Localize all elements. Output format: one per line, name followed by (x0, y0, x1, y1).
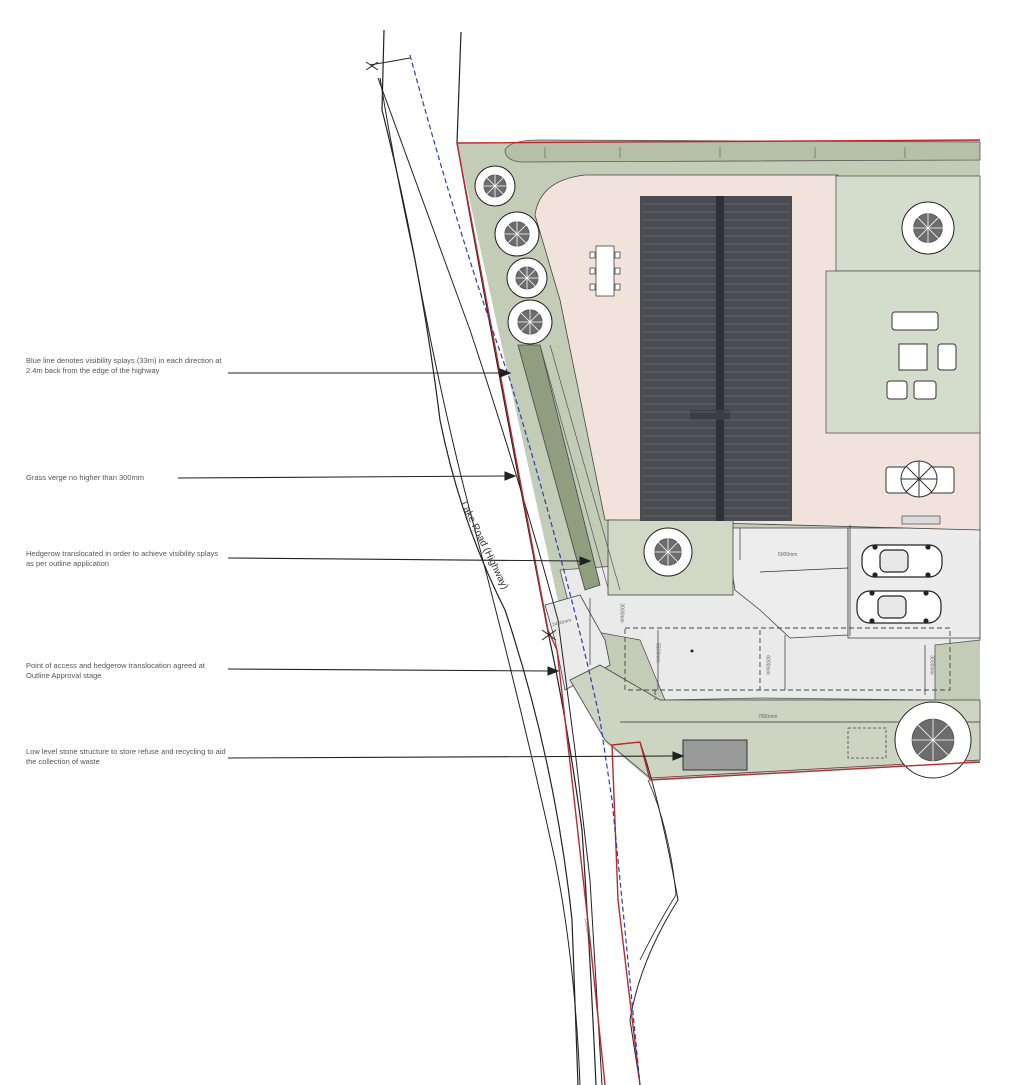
leader-hedgerow (227, 557, 581, 562)
dimension-label: 3000mm (928, 655, 935, 675)
tree-icon (901, 201, 955, 255)
dimension-label: 7000mm (758, 714, 778, 720)
annotation-grass-verge: Grass verge no higher than 300mm (26, 473, 144, 482)
tree-icon (506, 257, 548, 299)
lawn-upper (835, 175, 981, 272)
dimension-label: 6000mm (764, 655, 771, 675)
tree-icon (894, 701, 972, 779)
annotation-refuse-store: Low level stone structure to store refus… (26, 747, 226, 766)
shed (847, 727, 887, 759)
tree-icon (507, 299, 553, 345)
parasol-table-icon (885, 460, 955, 498)
annotation-visibility-splays: Blue line denotes visibility splays (33m… (26, 356, 222, 375)
dining-table-icon (589, 245, 621, 297)
car-icon (856, 590, 942, 624)
access-point-marker (365, 61, 557, 641)
carriageway-west (379, 77, 581, 1085)
refuse-store (682, 739, 748, 771)
road-edge-east (456, 31, 597, 1085)
step (901, 515, 941, 525)
leader-verge (177, 475, 506, 479)
tree-icon (494, 211, 540, 257)
car-icon (861, 544, 943, 578)
roof-link (690, 410, 730, 420)
dimension-label: 5000mm (778, 552, 798, 558)
site-boundary (456, 139, 981, 1085)
annotation-hedgerow: Hedgerow translocated in order to achiev… (26, 549, 219, 568)
tree-icon (643, 527, 693, 577)
dimension-label: 3000mm (618, 603, 625, 623)
entrance-apron (544, 594, 611, 691)
roof-panel-left (640, 196, 718, 521)
tree-icon (474, 165, 516, 207)
hedgerow-strip (517, 344, 601, 591)
leader-access (227, 668, 549, 672)
footway-outline (611, 741, 679, 1085)
parking-zone (624, 627, 951, 691)
dimension-label: 5500mm (654, 643, 661, 663)
roof-ridge (716, 196, 724, 521)
leader-refuse (227, 755, 674, 759)
visibility-splay (409, 54, 641, 1085)
annotation-access-point: Point of access and hedgerow translocati… (26, 661, 205, 680)
top-hedge (504, 139, 981, 163)
footway-outline-2 (639, 779, 677, 961)
sofa-set-icon (886, 311, 957, 400)
roof-panel-right (712, 196, 792, 521)
